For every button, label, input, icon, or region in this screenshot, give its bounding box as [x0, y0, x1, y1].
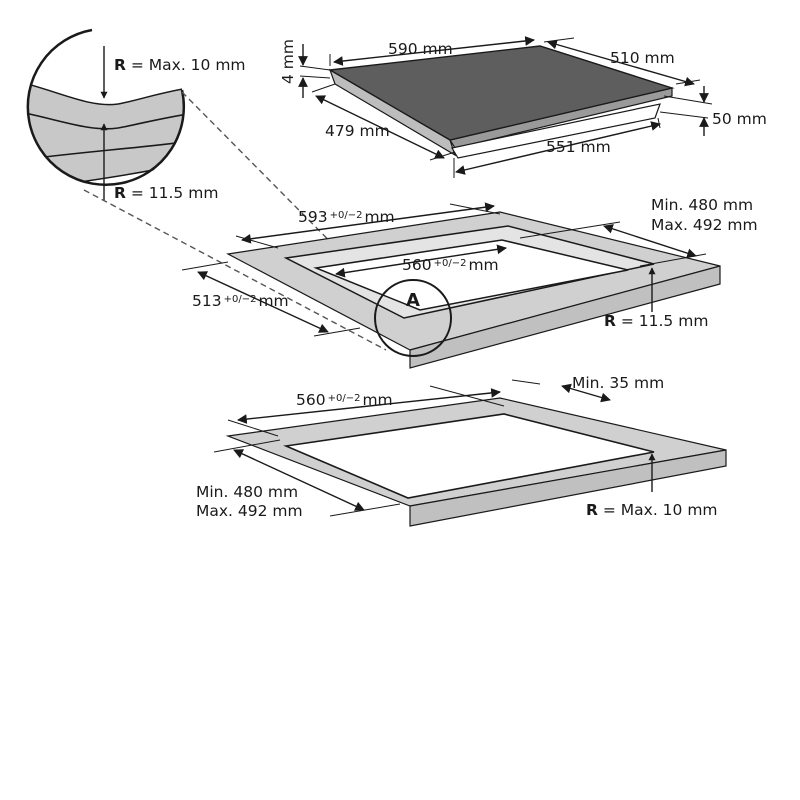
hob-width-top-label: 590 mm — [388, 40, 453, 58]
detail-a-circle — [26, 28, 186, 187]
dim-line-551 — [455, 121, 661, 175]
detail-a-radius-bottom: R = 11.5 mm — [114, 184, 218, 202]
hob-depth-top-label: 510 mm — [610, 49, 675, 67]
detail-a-marker-circle — [374, 279, 452, 357]
cutout1-radius-label: R = 11.5 mm — [604, 312, 708, 330]
cutout2-depth-max-label: Max. 492 mm — [196, 502, 303, 520]
cutout2-radius-label: R = Max. 10 mm — [586, 501, 718, 519]
dim-line-510 — [547, 39, 695, 87]
hob-width-bottom-label: 551 mm — [546, 138, 611, 156]
hob-drawing: 590 mm 510 mm 4 mm 479 mm 551 mm 50 mm — [279, 36, 767, 178]
detail-a-leader-bottom — [83, 189, 387, 351]
cutout2-depth-min-label: Min. 480 mm — [196, 483, 298, 501]
countertop-2-front — [409, 449, 727, 527]
cutout1-depth-min-label: Min. 480 mm — [651, 196, 753, 214]
cutout-2-opening — [283, 413, 655, 499]
dim-line-590 — [333, 36, 535, 66]
countertop-1-front — [409, 265, 721, 369]
hob-glass-thickness-label: 4 mm — [279, 39, 297, 84]
cutout1-depth-max-label: Max. 492 mm — [651, 216, 758, 234]
hob-depth-bottom-label: 479 mm — [325, 122, 390, 140]
detail-a-marker-label: A — [406, 290, 420, 311]
cutout2-margin-label: Min. 35 mm — [572, 374, 664, 392]
hob-height-label: 50 mm — [712, 110, 767, 128]
detail-a-radius-top: R = Max. 10 mm — [114, 56, 246, 74]
dim-line-479 — [315, 95, 445, 159]
